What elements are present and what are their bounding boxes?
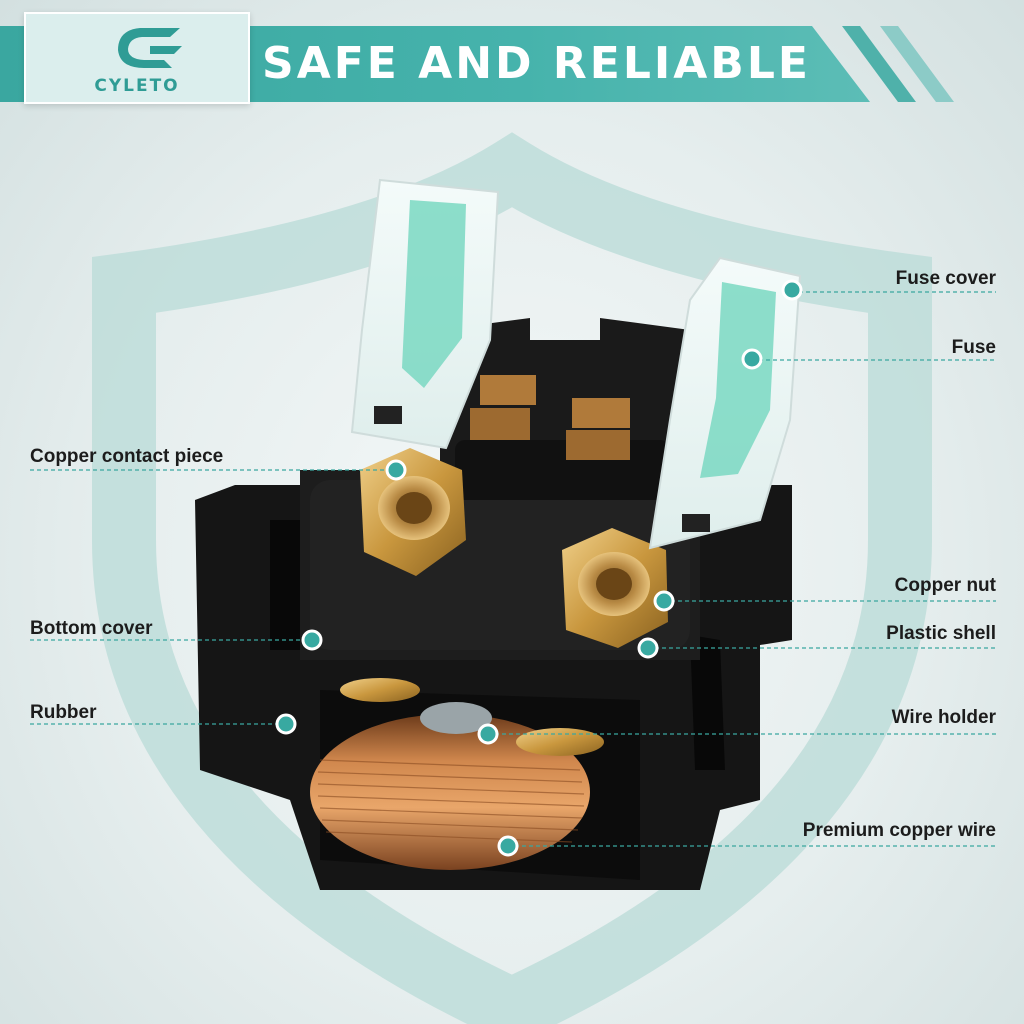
brand-logo: CYLETO (24, 12, 250, 104)
callout-dots (275, 279, 803, 857)
callout-label-bottom-cover: Bottom cover (30, 618, 153, 639)
callout-label-copper-contact-piece: Copper contact piece (30, 446, 224, 467)
fuse-cover-left (350, 178, 500, 450)
brand-name: CYLETO (94, 76, 180, 96)
copper-nut-left (360, 448, 466, 576)
callout-label-rubber: Rubber (30, 702, 97, 723)
shield-icon (92, 132, 932, 1024)
page-title: SAFE AND RELIABLE (262, 38, 811, 89)
fuse-cover-right (648, 256, 802, 550)
callout-label-fuse: Fuse (951, 337, 996, 358)
callout-label-premium-copper-wire: Premium copper wire (802, 820, 996, 841)
callout-label-copper-nut: Copper nut (894, 575, 996, 596)
copper-nut-right (562, 528, 668, 648)
solenoid-relay (195, 178, 802, 890)
callout-label-fuse-cover: Fuse cover (895, 268, 996, 289)
callout-label-wire-holder: Wire holder (891, 707, 996, 728)
callout-leaders (30, 291, 996, 847)
callout-label-plastic-shell: Plastic shell (886, 623, 996, 644)
brand-logo-icon (118, 28, 182, 68)
